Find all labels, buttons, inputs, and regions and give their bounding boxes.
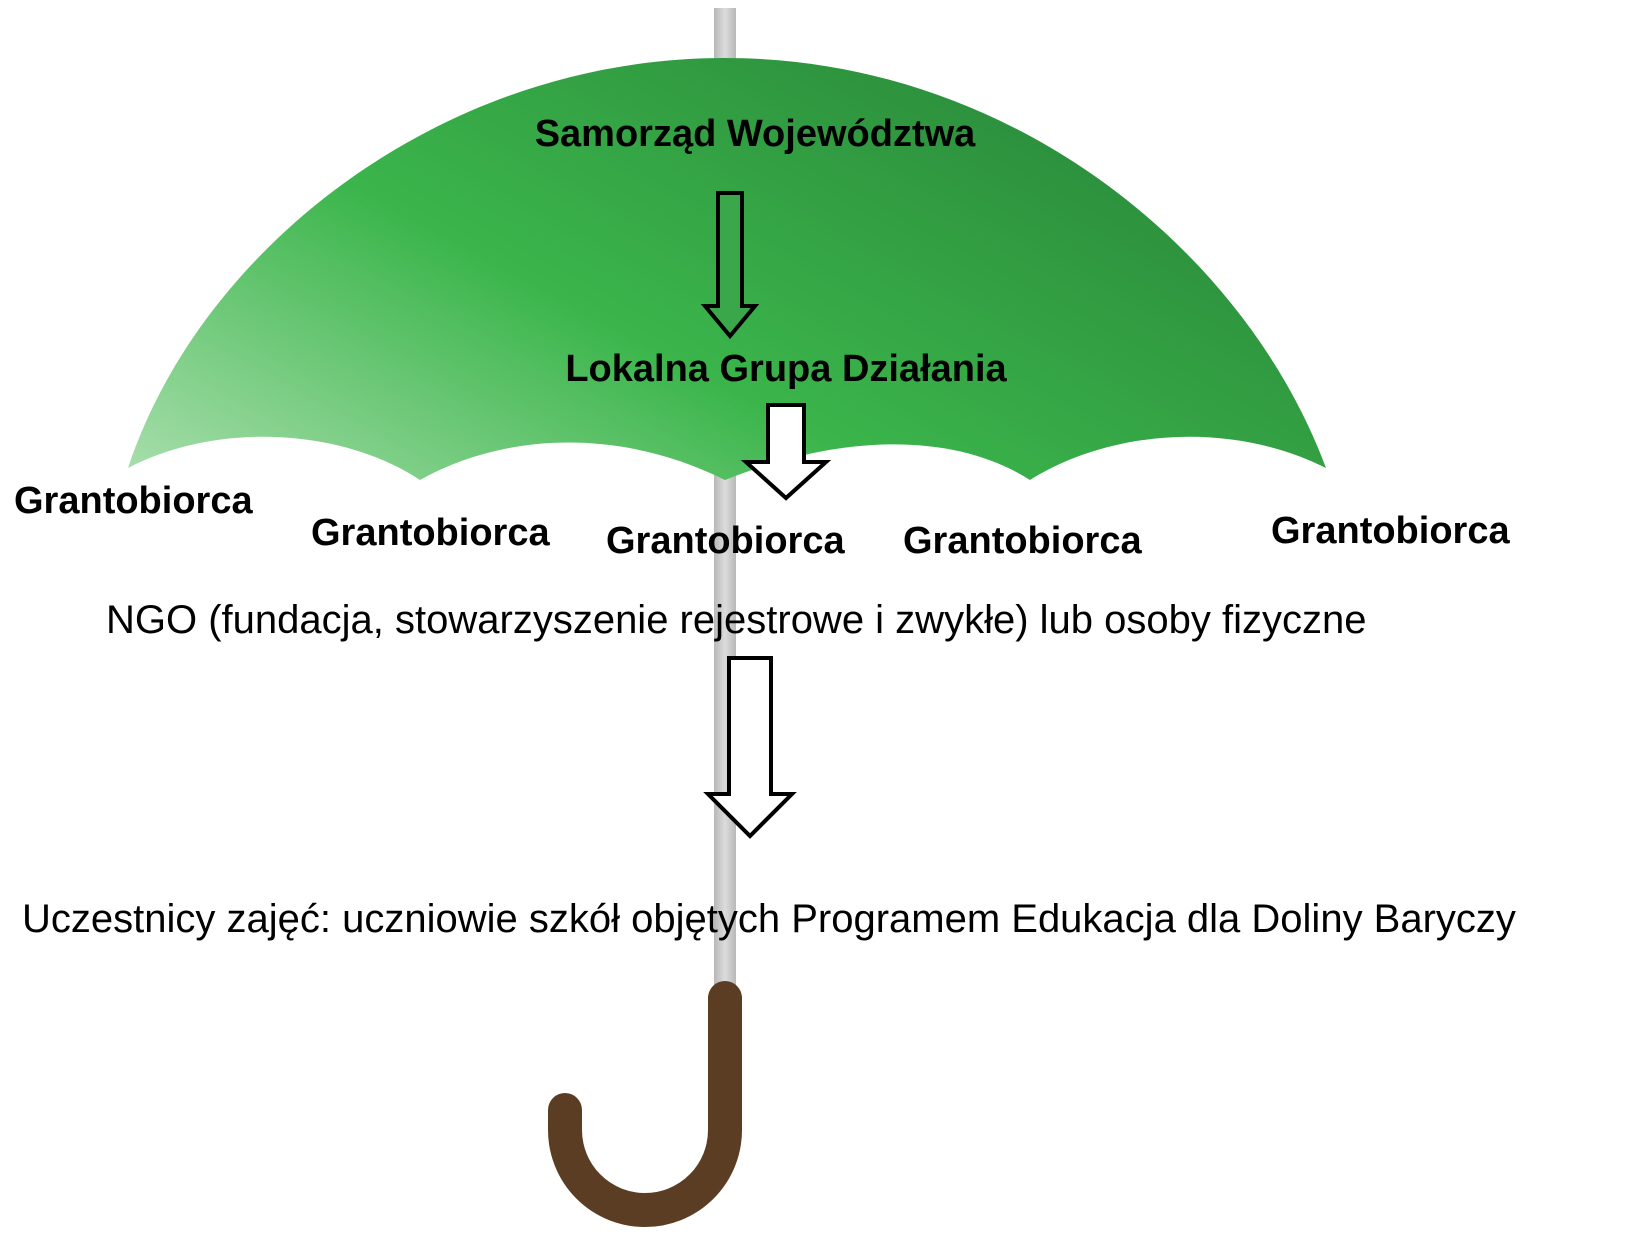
umbrella-handle [548,981,742,1227]
grantee-types-description: NGO (fundacja, stowarzyszenie rejestrowe… [106,598,1367,642]
province-government-label: Samorząd Województwa [534,113,976,155]
grantee-label-2: Grantobiorca [311,512,550,554]
grantee-label-4: Grantobiorca [903,520,1142,562]
grantee-label-1: Grantobiorca [14,480,253,522]
grantee-label-5: Grantobiorca [1271,510,1510,552]
arrow-province-to-lgd [700,191,760,340]
arrow-grantees-to-participants [703,656,797,839]
arrow-lgd-to-grantees [740,403,832,501]
local-action-group-label: Lokalna Grupa Działania [565,348,1007,390]
participants-description: Uczestnicy zajęć: uczniowie szkół objęty… [22,897,1516,941]
umbrella-handle-top [708,996,742,1026]
grantee-label-3: Grantobiorca [606,520,845,562]
